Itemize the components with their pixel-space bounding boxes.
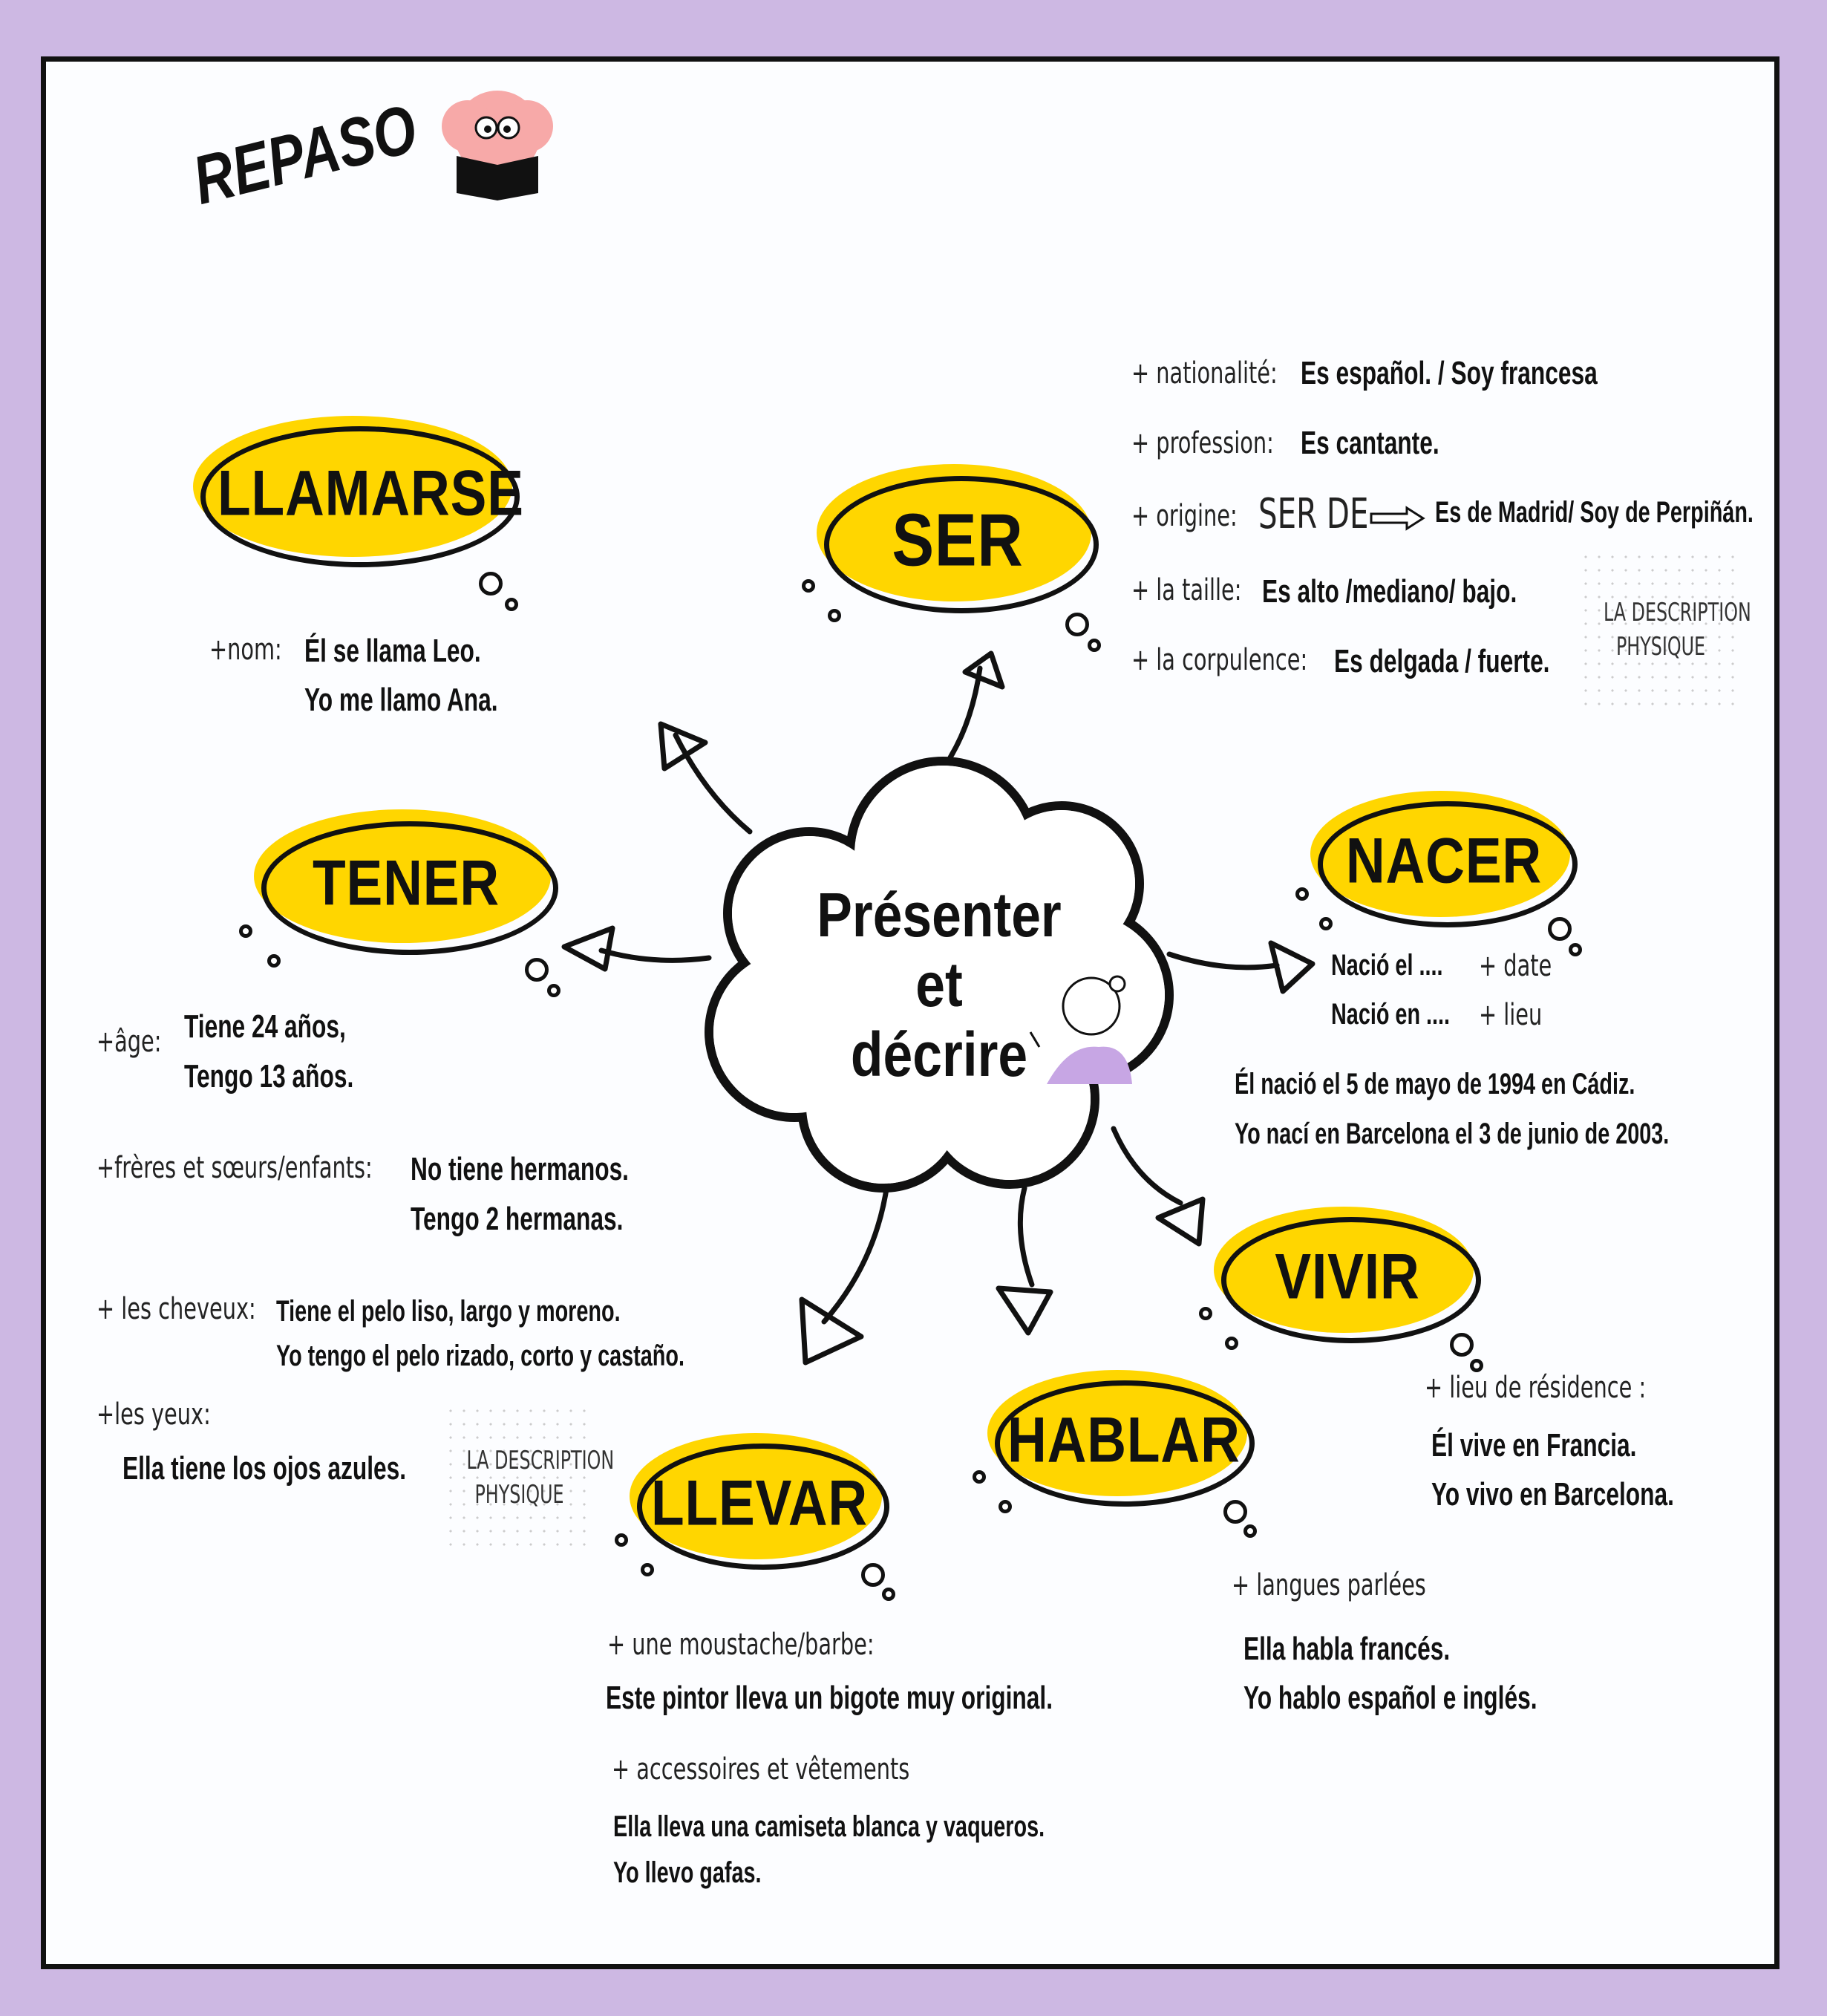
waving-girl-illustration: [1029, 975, 1132, 1084]
tener-example: No tiene hermanos.: [411, 1151, 629, 1187]
tener-example: Tiene el pelo liso, largo y moreno.: [276, 1295, 621, 1328]
bubble-llamarse: LLAMARSE: [193, 416, 524, 611]
tener-example: Yo tengo el pelo rizado, corto y castaño…: [276, 1340, 684, 1372]
tener-siblings-prefix: +frères et sœurs/enfants:: [97, 1151, 373, 1185]
arrow-to-ser: [947, 665, 983, 760]
ser-prefix: + profession:: [1131, 426, 1274, 460]
ser-example: Es español. / Soy francesa: [1301, 355, 1598, 391]
llevar-example: Yo llevo gafas.: [613, 1856, 762, 1889]
llevar-example: Este pintor lleva un bigote muy original…: [606, 1680, 1053, 1716]
arrow-to-llamarse: [673, 732, 753, 835]
bubble-vivir: VIVIR: [1199, 1207, 1483, 1372]
vivir-example: Él vive en Francia.: [1431, 1427, 1637, 1464]
tener-hair-prefix: + les cheveux:: [97, 1292, 256, 1326]
center-title-line2: et: [915, 950, 963, 1020]
bubble-hablar: HABLAR: [973, 1370, 1257, 1538]
ser-example: Es delgada / fuerte.: [1334, 643, 1550, 679]
arrow-to-llevar: [821, 1181, 890, 1325]
tener-example: Tengo 13 años.: [184, 1058, 354, 1095]
tag-line1: LA DESCRIPTION: [1604, 598, 1751, 627]
nacer-example: Yo nací en Barcelona el 3 de junio de 20…: [1235, 1118, 1670, 1150]
center-title: Présenter et décrire: [810, 880, 1069, 1089]
arrow-to-tener: [598, 947, 712, 963]
llamarse-prefix: +nom:: [209, 633, 282, 667]
ser-prefix: + nationalité:: [1131, 356, 1278, 391]
nacer-form: Nació en ....: [1331, 998, 1451, 1031]
arrow-to-hablar: [1017, 1185, 1035, 1288]
tener-example: Ella tiene los ojos azules.: [122, 1450, 407, 1487]
description-physique-tag: LA DESCRIPTION PHYSIQUE: [444, 1404, 615, 1556]
vivir-example: Yo vivo en Barcelona.: [1431, 1476, 1674, 1513]
llamarse-example: Yo me llamo Ana.: [304, 682, 498, 718]
ser-example: Es de Madrid/ Soy de Perpiñán.: [1435, 496, 1754, 529]
verb-hablar: HABLAR: [1007, 1404, 1241, 1476]
tag-line2: PHYSIQUE: [474, 1480, 564, 1510]
center-title-line1: Présenter: [817, 880, 1062, 950]
verb-ser: SER: [892, 498, 1024, 581]
nacer-form: Nació el ....: [1331, 949, 1443, 982]
bubble-llevar: LLEVAR: [615, 1433, 895, 1601]
tener-age-prefix: +âge:: [97, 1025, 162, 1059]
center-title-line3: décrire: [850, 1020, 1028, 1089]
vivir-prefix: + lieu de résidence :: [1425, 1371, 1647, 1405]
llevar-prefix: + une moustache/barbe:: [607, 1628, 875, 1662]
tener-eyes-prefix: +les yeux:: [97, 1397, 211, 1432]
verb-vivir: VIVIR: [1275, 1241, 1420, 1313]
verb-llamarse: LLAMARSE: [218, 457, 524, 529]
ser-prefix: + origine:: [1131, 499, 1238, 533]
nacer-hint: + lieu: [1479, 998, 1543, 1032]
tag-line1: LA DESCRIPTION: [466, 1446, 615, 1475]
arrow-to-nacer: [1166, 951, 1280, 971]
tener-example: Tengo 2 hermanas.: [411, 1201, 624, 1237]
nacer-hint: + date: [1479, 949, 1552, 983]
verb-nacer: NACER: [1345, 825, 1543, 897]
llamarse-example: Él se llama Leo.: [304, 633, 481, 669]
tag-line2: PHYSIQUE: [1615, 632, 1706, 662]
ser-prefix: + la taille:: [1131, 573, 1242, 607]
ser-prefix: + la corpulence:: [1131, 643, 1308, 677]
verb-llevar: LLEVAR: [650, 1467, 869, 1539]
ser-de-label: SER DE: [1258, 490, 1369, 538]
right-arrow-icon: [1370, 506, 1425, 531]
cloud-shape: [705, 757, 1174, 1193]
hablar-prefix: + langues parlées: [1232, 1568, 1426, 1602]
hablar-example: Yo hablo español e inglés.: [1243, 1680, 1537, 1716]
bubble-nacer: NACER: [1295, 791, 1582, 956]
llevar-example: Ella lleva una camiseta blanca y vaquero…: [613, 1810, 1045, 1843]
verb-tener: TENER: [313, 847, 500, 919]
arrow-to-vivir: [1111, 1126, 1183, 1206]
ser-example: Es alto /mediano/ bajo.: [1262, 573, 1517, 610]
nacer-example: Él nació el 5 de mayo de 1994 en Cádiz.: [1235, 1068, 1635, 1100]
bubble-tener: TENER: [239, 809, 560, 997]
bubble-ser: SER: [802, 464, 1101, 652]
description-physique-tag: LA DESCRIPTION PHYSIQUE: [1579, 550, 1751, 710]
hablar-example: Ella habla francés.: [1243, 1631, 1451, 1667]
tener-example: Tiene 24 años,: [184, 1008, 346, 1045]
brain-reading-book-icon: [442, 91, 553, 200]
ser-example: Es cantante.: [1301, 425, 1439, 461]
llevar-prefix: + accessoires et vêtements: [612, 1752, 910, 1787]
